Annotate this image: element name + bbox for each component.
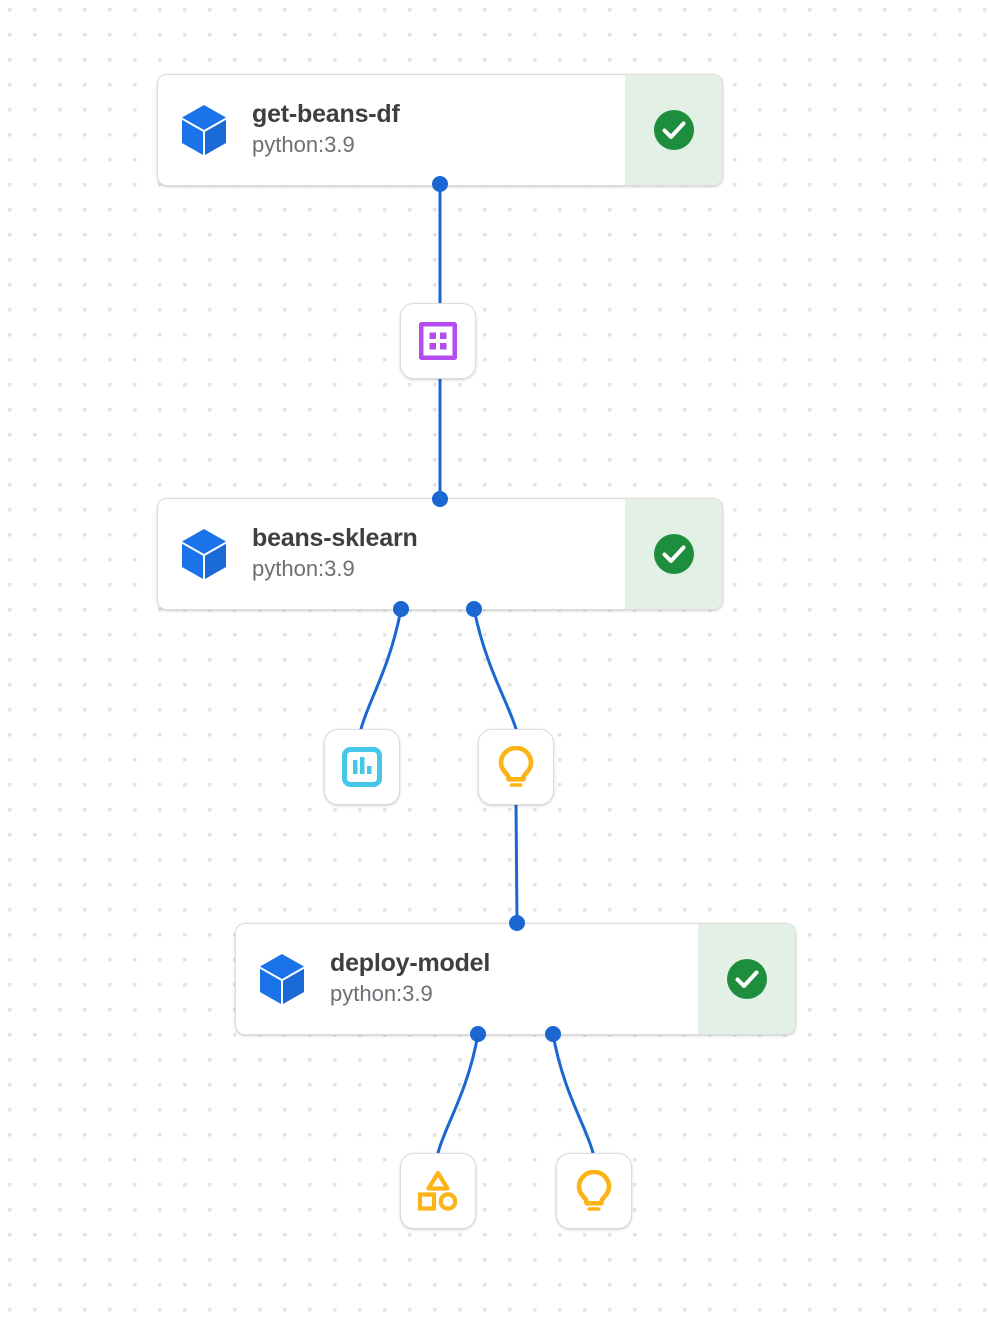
node-title: deploy-model xyxy=(330,949,491,978)
check-circle-icon xyxy=(726,959,767,999)
port-beans-sklearn-output-metrics[interactable] xyxy=(393,601,409,617)
artifact-node-metrics[interactable] xyxy=(324,729,400,805)
task-node-deploy-model[interactable]: deploy-model python:3.9 xyxy=(235,923,796,1035)
port-beans-sklearn-output-model[interactable] xyxy=(466,601,482,617)
node-subtitle: python:3.9 xyxy=(252,556,355,582)
node-text-container: get-beans-df python:3.9 xyxy=(250,75,625,185)
cube-icon xyxy=(182,529,226,579)
status-badge[interactable] xyxy=(625,499,722,609)
bar-chart-icon xyxy=(342,747,382,787)
edge-deploy-model-to-classification xyxy=(436,1032,480,1155)
port-deploy-model-output-classification[interactable] xyxy=(470,1026,486,1042)
edge-beans-sklearn-to-model xyxy=(472,607,518,731)
artifact-node-model-upper[interactable] xyxy=(478,729,554,805)
node-title: get-beans-df xyxy=(252,100,400,129)
node-icon-container xyxy=(236,924,328,1034)
node-subtitle: python:3.9 xyxy=(330,981,433,1007)
node-icon-container xyxy=(158,75,250,185)
status-badge[interactable] xyxy=(625,75,722,185)
port-deploy-model-output-model[interactable] xyxy=(545,1026,561,1042)
edge-beans-sklearn-to-metrics xyxy=(359,607,403,731)
lightbulb-icon xyxy=(498,746,534,787)
check-circle-icon xyxy=(653,110,694,150)
artifact-node-model-lower[interactable] xyxy=(556,1153,632,1229)
cube-icon xyxy=(260,954,304,1004)
cube-icon xyxy=(182,105,226,155)
status-badge[interactable] xyxy=(698,924,795,1034)
task-node-get-beans-df[interactable]: get-beans-df python:3.9 xyxy=(157,74,723,186)
port-beans-sklearn-input[interactable] xyxy=(432,491,448,507)
dataset-grid-icon xyxy=(419,322,457,360)
lightbulb-icon xyxy=(576,1170,612,1211)
check-circle-icon xyxy=(653,534,694,574)
node-subtitle: python:3.9 xyxy=(252,132,355,158)
port-deploy-model-input[interactable] xyxy=(509,915,525,931)
edge-deploy-model-to-model xyxy=(551,1032,595,1155)
edge-model-to-deploy-model xyxy=(514,801,519,925)
shapes-icon xyxy=(417,1171,458,1211)
node-icon-container xyxy=(158,499,250,609)
artifact-node-classification-metrics[interactable] xyxy=(400,1153,476,1229)
task-node-beans-sklearn[interactable]: beans-sklearn python:3.9 xyxy=(157,498,723,610)
artifact-node-dataset[interactable] xyxy=(400,303,476,379)
port-get-beans-df-output[interactable] xyxy=(432,176,448,192)
node-text-container: beans-sklearn python:3.9 xyxy=(250,499,625,609)
node-text-container: deploy-model python:3.9 xyxy=(328,924,698,1034)
node-title: beans-sklearn xyxy=(252,524,418,553)
